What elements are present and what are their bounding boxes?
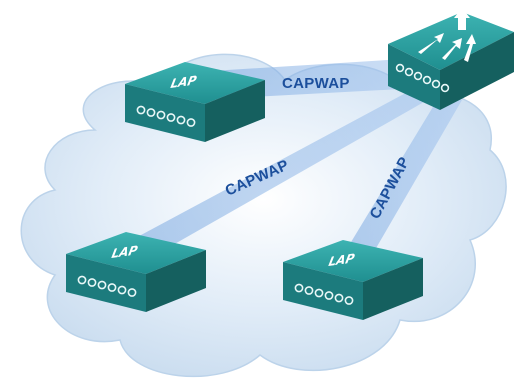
- access-point-lap-1: LAP: [125, 62, 265, 142]
- lap-label: LAP: [327, 250, 356, 269]
- lap-label: LAP: [110, 242, 139, 261]
- access-point-lap-2: LAP: [66, 232, 206, 312]
- upward-arrows-icon: [418, 8, 476, 62]
- port-row-icon: [136, 105, 196, 127]
- port-row-icon: [395, 63, 450, 93]
- lap-label: LAP: [169, 72, 198, 91]
- port-row-icon: [77, 275, 137, 297]
- access-point-lap-3: LAP: [283, 240, 423, 320]
- tunnel-label-top: CAPWAP: [282, 75, 350, 92]
- wireless-lan-controller: [388, 8, 514, 110]
- port-row-icon: [294, 283, 354, 305]
